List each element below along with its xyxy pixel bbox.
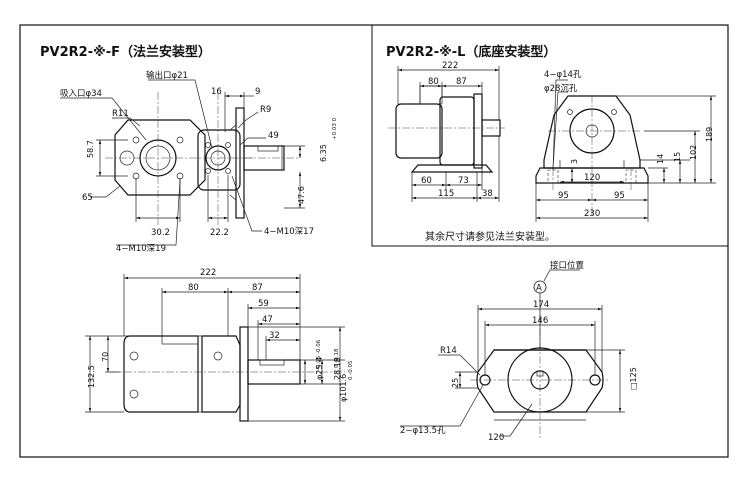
side-dim-132-5: 132.5 (87, 365, 96, 388)
dim-47-6: 47.6 (297, 186, 306, 204)
outlet-port (205, 145, 231, 171)
side-dim-28-18: 28.18 (333, 357, 342, 380)
flange-title: PV2R2-※-F（法兰安装型） (40, 44, 211, 60)
rear-cover (114, 119, 206, 196)
dim-30-2: 30.2 (151, 228, 170, 238)
foot-dim-15: 15 (673, 152, 682, 162)
inlet-port (139, 139, 177, 177)
foot-dim-14: 14 (656, 154, 665, 164)
bolt-side-label: 4−M10深17 (264, 227, 314, 237)
side-dim-222: 222 (200, 268, 216, 278)
dim-r9: R9 (260, 105, 271, 115)
shaft-key (257, 145, 279, 152)
side-flange (239, 326, 249, 422)
foot-dim-115: 115 (438, 189, 454, 199)
foot-dim-80: 80 (428, 77, 439, 87)
side-tol-101-6: 0 -0.05 (348, 360, 354, 380)
hole-13-5-label: 2−φ13.5孔 (400, 426, 446, 436)
bolt-bottom-label: 4−M10深19 (116, 244, 166, 254)
foot-dim-230: 230 (584, 209, 600, 219)
foot-dim-95a: 95 (558, 191, 569, 201)
front-flange (473, 93, 483, 169)
mount-dim-174: 174 (533, 300, 549, 310)
foot-dim-38: 38 (482, 189, 493, 199)
side-dim-101-6: φ101.6 (339, 374, 348, 402)
outlet-port-label: 输出口φ21 (146, 70, 188, 81)
pump-front-body (201, 335, 241, 413)
cbore-28-label: φ28沉孔 (544, 84, 578, 94)
foot-dim-222: 222 (442, 61, 458, 71)
inlet-port-label: 吸入口φ34 (60, 89, 102, 99)
end-flange-circle (569, 108, 615, 154)
side-dim-32: 32 (269, 331, 280, 341)
dim-22-2: 22.2 (210, 228, 229, 238)
port-letter: A (536, 284, 542, 294)
side-dim-25-4: φ25.4 (315, 357, 324, 380)
foot-base-side (410, 164, 494, 173)
hole-14-label: 4−φ14孔 (544, 70, 582, 80)
dim-49: 49 (268, 131, 279, 141)
side-dim-70: 70 (101, 352, 110, 362)
dim-r11: R11 (112, 109, 129, 119)
outlet-body (197, 129, 241, 191)
foot-dim-95b: 95 (614, 191, 625, 201)
dim-9: 9 (255, 87, 260, 97)
mount-flange-view: A 接口位置 174 146 □125 25 R14 2−φ13.5孔 120 (400, 260, 638, 443)
outer-frame (19, 24, 729, 458)
mount-dim-25: 25 (451, 378, 460, 388)
foot-dim-60: 60 (421, 176, 432, 186)
pump-front (439, 96, 475, 166)
foot-dim-73: 73 (458, 176, 469, 186)
pump-side-view: 222 80 87 59 47 32 φ25.4 -0.05 -0.06 28.… (85, 268, 354, 422)
port-position-label: 接口位置 (550, 260, 585, 271)
pump-rear (395, 103, 443, 159)
dim-6-35: 6.35 (319, 144, 328, 162)
foot-note: 其余尺寸请参见法兰安装型。 (425, 230, 555, 243)
foot-dim-102: 102 (689, 145, 698, 160)
foot-dim-120: 120 (584, 173, 600, 183)
flange-end-view: 58.7 30.2 22.2 16 9 6.35 +0.03 0 47.6 吸入… (60, 70, 338, 254)
side-dim-87: 87 (252, 283, 263, 293)
dim-58-7: 58.7 (86, 140, 95, 158)
foot-shaft (481, 119, 501, 137)
foot-panel-frame (371, 25, 728, 247)
dim-16: 16 (211, 87, 222, 97)
foot-end-view: 4−φ14孔 φ28沉孔 120 95 95 230 3 14 15 102 1… (535, 70, 716, 222)
foot-dim-87: 87 (456, 77, 467, 87)
mount-dim-r14: R14 (440, 346, 457, 356)
pump-rear-body (123, 335, 199, 413)
foot-dim-3: 3 (570, 159, 579, 164)
side-tol-28-18: 0 -0.18 (334, 348, 340, 368)
side-shaft-key (259, 359, 285, 366)
mount-dim-125: □125 (629, 367, 638, 390)
foot-title: PV2R2-※-L（底座安装型） (386, 44, 556, 60)
tol-6-35: +0.03 0 (332, 117, 338, 140)
dim-65: 65 (82, 193, 93, 203)
foot-dim-189: 189 (705, 127, 714, 142)
side-tol-25-4: -0.05 -0.06 (316, 339, 322, 370)
side-dim-59: 59 (258, 299, 269, 309)
mount-dim-146: 146 (532, 316, 548, 326)
side-dim-80: 80 (188, 283, 199, 293)
foot-side-view: 222 80 87 60 73 115 38 (388, 61, 505, 202)
side-dim-47: 47 (262, 315, 273, 325)
mount-dim-120: 120 (488, 433, 504, 443)
